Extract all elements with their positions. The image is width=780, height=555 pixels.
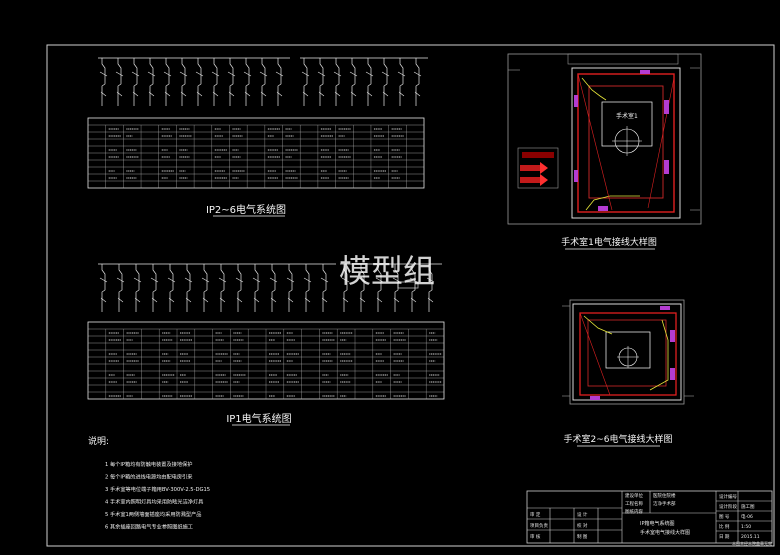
title-block-value: 洁净手术部: [653, 500, 676, 507]
room2-6-title: 手术室2~6电气接线大样图: [564, 433, 673, 445]
title-block-label: 图纸内容: [625, 508, 643, 515]
watermark-logo: [397, 281, 419, 289]
title-block-role: 项目负责: [530, 522, 548, 529]
title-block-label: 设计编号: [719, 493, 737, 500]
note-item: 2 每个IP箱的进线电源均由配电房引来: [105, 473, 193, 481]
title-block-label: 设计阶段: [719, 503, 737, 510]
operating-room-2-6-plan: [562, 299, 694, 405]
drawing-name: 手术室电气接线大样图: [640, 529, 690, 536]
ip2-6-title: IP2~6电气系统图: [206, 203, 286, 216]
title-block: [526, 490, 773, 544]
title-block-label: 比 例: [719, 523, 730, 530]
title-block-value: 电-06: [741, 513, 753, 520]
notes-list: 1 每个IP箱均有防触电装置及接地保护 2 每个IP箱的进线电源均由配电房引来 3 …: [105, 460, 210, 531]
note-item: 1 每个IP箱均有防触电装置及接地保护: [105, 460, 192, 468]
title-block-role: 制 图: [577, 533, 588, 540]
room1-label: 手术室1: [616, 112, 638, 120]
ip1-system-diagram: [87, 263, 445, 400]
notes-heading: 说明:: [88, 435, 109, 447]
note-item: 6 其余插座回路电气专业参照图纸施工: [105, 523, 193, 531]
title-block-footer: 本图未经本院盖章无效: [732, 540, 772, 546]
note-item: 3 手术室等电位端子箱用BV-300V-2.5-DG15: [105, 485, 210, 493]
title-block-label: 图 号: [719, 514, 730, 520]
title-block-role: 审 定: [530, 511, 541, 518]
title-block-value: 施工图: [741, 503, 755, 510]
title-block-label: 日 期: [719, 534, 730, 540]
title-block-value: 医院住院楼: [653, 492, 676, 499]
title-block-value: 2015.11: [741, 534, 760, 540]
note-item: 5 手术室1两侧墙面插座均采用防溅型产品: [105, 510, 201, 518]
note-item: 4 手术室内照明灯具均采用防眩光洁净灯具: [105, 498, 203, 506]
title-block-role: 校 对: [577, 522, 588, 529]
operating-room-1-plan: [507, 53, 702, 225]
sheet-frame: [46, 44, 775, 547]
ip2-6-system-diagram: [87, 57, 428, 189]
room1-title: 手术室1电气接线大样图: [561, 236, 657, 248]
watermark-text: 模型组: [339, 252, 435, 290]
title-block-role: 设 计: [577, 511, 588, 518]
title-block-label: 建设单位: [625, 492, 643, 499]
title-block-value: 1:50: [741, 524, 751, 530]
ip1-title: IP1电气系统图: [226, 412, 291, 425]
title-block-role: 审 核: [530, 533, 541, 540]
title-block-label: 工程名称: [625, 500, 643, 507]
drawing-name: IP箱电气系统图: [640, 520, 675, 527]
